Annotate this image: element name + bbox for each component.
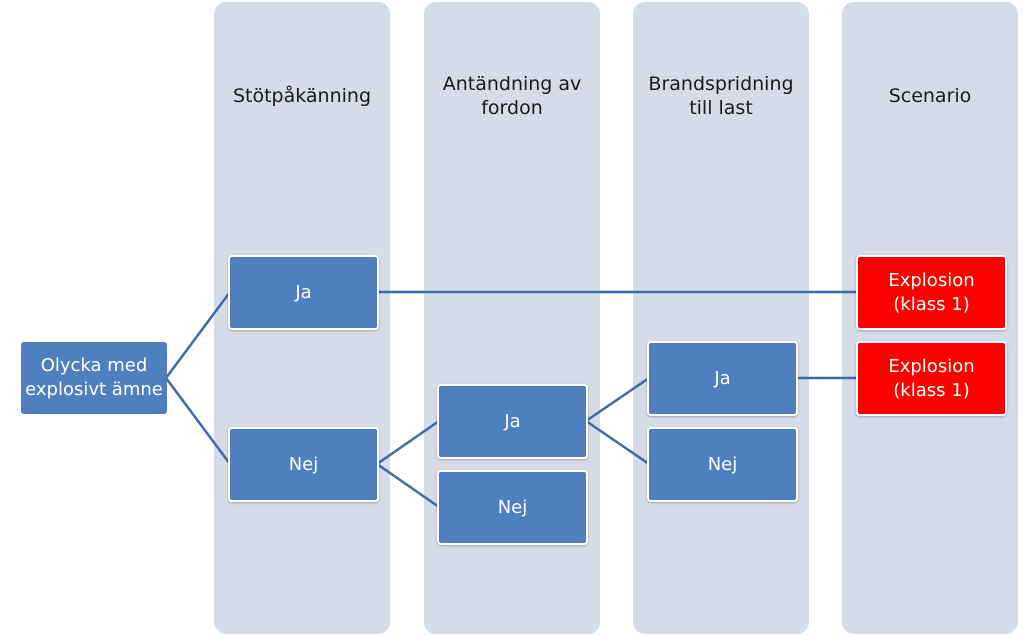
node-brandspridning-nej[interactable]: Nej <box>647 427 798 502</box>
root-node[interactable]: Olycka med explosivt ämne <box>21 342 167 414</box>
link-c2ja-c3ja <box>585 376 650 423</box>
scenario-label: Explosion (klass 1) <box>888 269 975 315</box>
node-label: Nej <box>497 496 528 518</box>
link-nej-c2nej <box>376 462 440 509</box>
link-root-nej <box>164 377 232 465</box>
scenario-explosion-2[interactable]: Explosion (klass 1) <box>856 341 1007 416</box>
scenario-label: Explosion (klass 1) <box>888 355 975 401</box>
link-root-ja <box>164 291 232 379</box>
node-brandspridning-ja[interactable]: Ja <box>647 341 798 416</box>
node-antandning-ja[interactable]: Ja <box>437 384 588 459</box>
node-label: Nej <box>288 453 319 475</box>
link-nej-c2ja <box>376 419 440 466</box>
column-brandspridning: Brandspridning till last <box>633 2 809 634</box>
node-label: Ja <box>714 367 731 389</box>
node-label: Ja <box>295 281 312 303</box>
column-title: Brandspridning till last <box>648 73 794 119</box>
root-label: Olycka med explosivt ämne <box>25 355 163 400</box>
node-label: Ja <box>504 410 521 432</box>
column-title: Scenario <box>888 85 972 107</box>
node-stot-nej[interactable]: Nej <box>228 427 379 502</box>
link-c2ja-c3nej <box>585 419 650 466</box>
column-title: Antändning av fordon <box>442 73 582 119</box>
node-antandning-nej[interactable]: Nej <box>437 470 588 545</box>
node-label: Nej <box>707 453 738 475</box>
node-stot-ja[interactable]: Ja <box>228 255 379 330</box>
scenario-explosion-1[interactable]: Explosion (klass 1) <box>856 255 1007 330</box>
column-title: Stötpåkänning <box>232 85 372 107</box>
